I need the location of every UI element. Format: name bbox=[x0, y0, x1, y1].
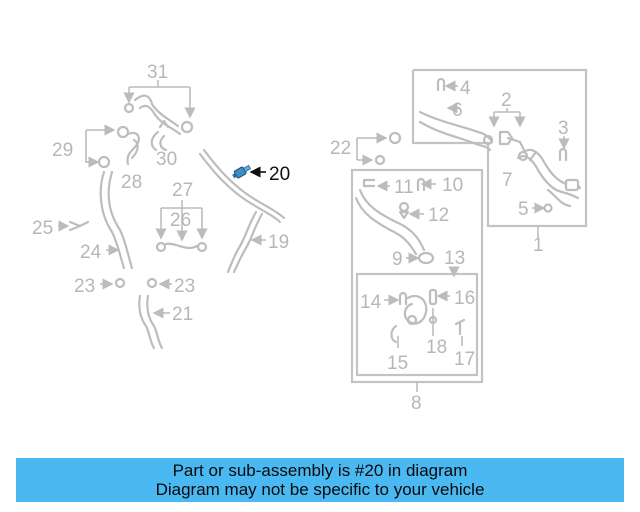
hose-26-group bbox=[155, 200, 208, 253]
callout-20: 20 bbox=[269, 164, 290, 185]
callout-3: 3 bbox=[558, 118, 569, 139]
clamp-23-parts bbox=[100, 277, 172, 290]
callout-6: 6 bbox=[452, 100, 463, 121]
callout-7: 7 bbox=[502, 170, 513, 191]
callout-labels: 31 29 30 28 27 26 25 24 23 23 21 19 20 4… bbox=[32, 62, 569, 414]
callout-23-left: 23 bbox=[74, 276, 95, 297]
callout-1: 1 bbox=[533, 235, 544, 256]
callout-14: 14 bbox=[360, 292, 382, 313]
callout-22: 22 bbox=[330, 138, 351, 159]
sub-assembly-13-parts bbox=[384, 266, 466, 348]
banner-line-1: Part or sub-assembly is #20 in diagram bbox=[172, 461, 468, 480]
hose-31-group bbox=[123, 80, 196, 136]
callout-29: 29 bbox=[52, 140, 73, 161]
callout-12: 12 bbox=[428, 205, 449, 226]
assembly-box-8 bbox=[350, 168, 484, 392]
callout-19: 19 bbox=[268, 232, 289, 253]
callout-13: 13 bbox=[444, 248, 465, 269]
callout-25: 25 bbox=[32, 218, 53, 239]
clamp-9-part bbox=[406, 251, 435, 265]
callout-15: 15 bbox=[387, 353, 408, 374]
callout-23-right: 23 bbox=[174, 276, 195, 297]
pipe-19-part bbox=[198, 148, 286, 274]
pipe-21-part bbox=[138, 294, 170, 350]
hose-11-part bbox=[354, 177, 436, 256]
clip-25-part bbox=[58, 220, 90, 232]
callout-16: 16 bbox=[454, 288, 475, 309]
callout-18: 18 bbox=[426, 337, 447, 358]
callout-4: 4 bbox=[460, 78, 471, 99]
assembly-box-1 bbox=[411, 68, 588, 238]
callout-21: 21 bbox=[172, 304, 193, 325]
callout-31: 31 bbox=[147, 62, 168, 83]
callout-24: 24 bbox=[80, 242, 102, 263]
callout-27: 27 bbox=[172, 180, 193, 201]
callout-2: 2 bbox=[501, 90, 512, 111]
info-banner: Part or sub-assembly is #20 in diagram D… bbox=[16, 458, 624, 502]
hose-3-assembly bbox=[516, 136, 582, 214]
callout-30: 30 bbox=[156, 149, 177, 170]
connector-2-group bbox=[488, 108, 526, 152]
callout-8: 8 bbox=[411, 393, 422, 414]
hose-30-part bbox=[150, 130, 168, 152]
hose-29-group bbox=[85, 124, 140, 169]
parts-diagram: 31 29 30 28 27 26 25 24 23 23 21 19 20 4… bbox=[32, 62, 588, 414]
callout-17: 17 bbox=[454, 349, 475, 370]
callout-26: 26 bbox=[170, 210, 191, 231]
callout-9: 9 bbox=[392, 249, 403, 270]
callout-10: 10 bbox=[442, 175, 463, 196]
hose-6-part bbox=[418, 102, 494, 152]
banner-line-2: Diagram may not be specific to your vehi… bbox=[155, 480, 485, 499]
callout-5: 5 bbox=[518, 199, 529, 220]
callout-28: 28 bbox=[121, 172, 142, 193]
bolt-20-highlighted bbox=[232, 164, 266, 179]
clip-4-part bbox=[436, 77, 458, 92]
clamp-22-group bbox=[356, 131, 402, 166]
callout-11: 11 bbox=[394, 177, 414, 198]
pipe-24-part bbox=[99, 170, 134, 270]
